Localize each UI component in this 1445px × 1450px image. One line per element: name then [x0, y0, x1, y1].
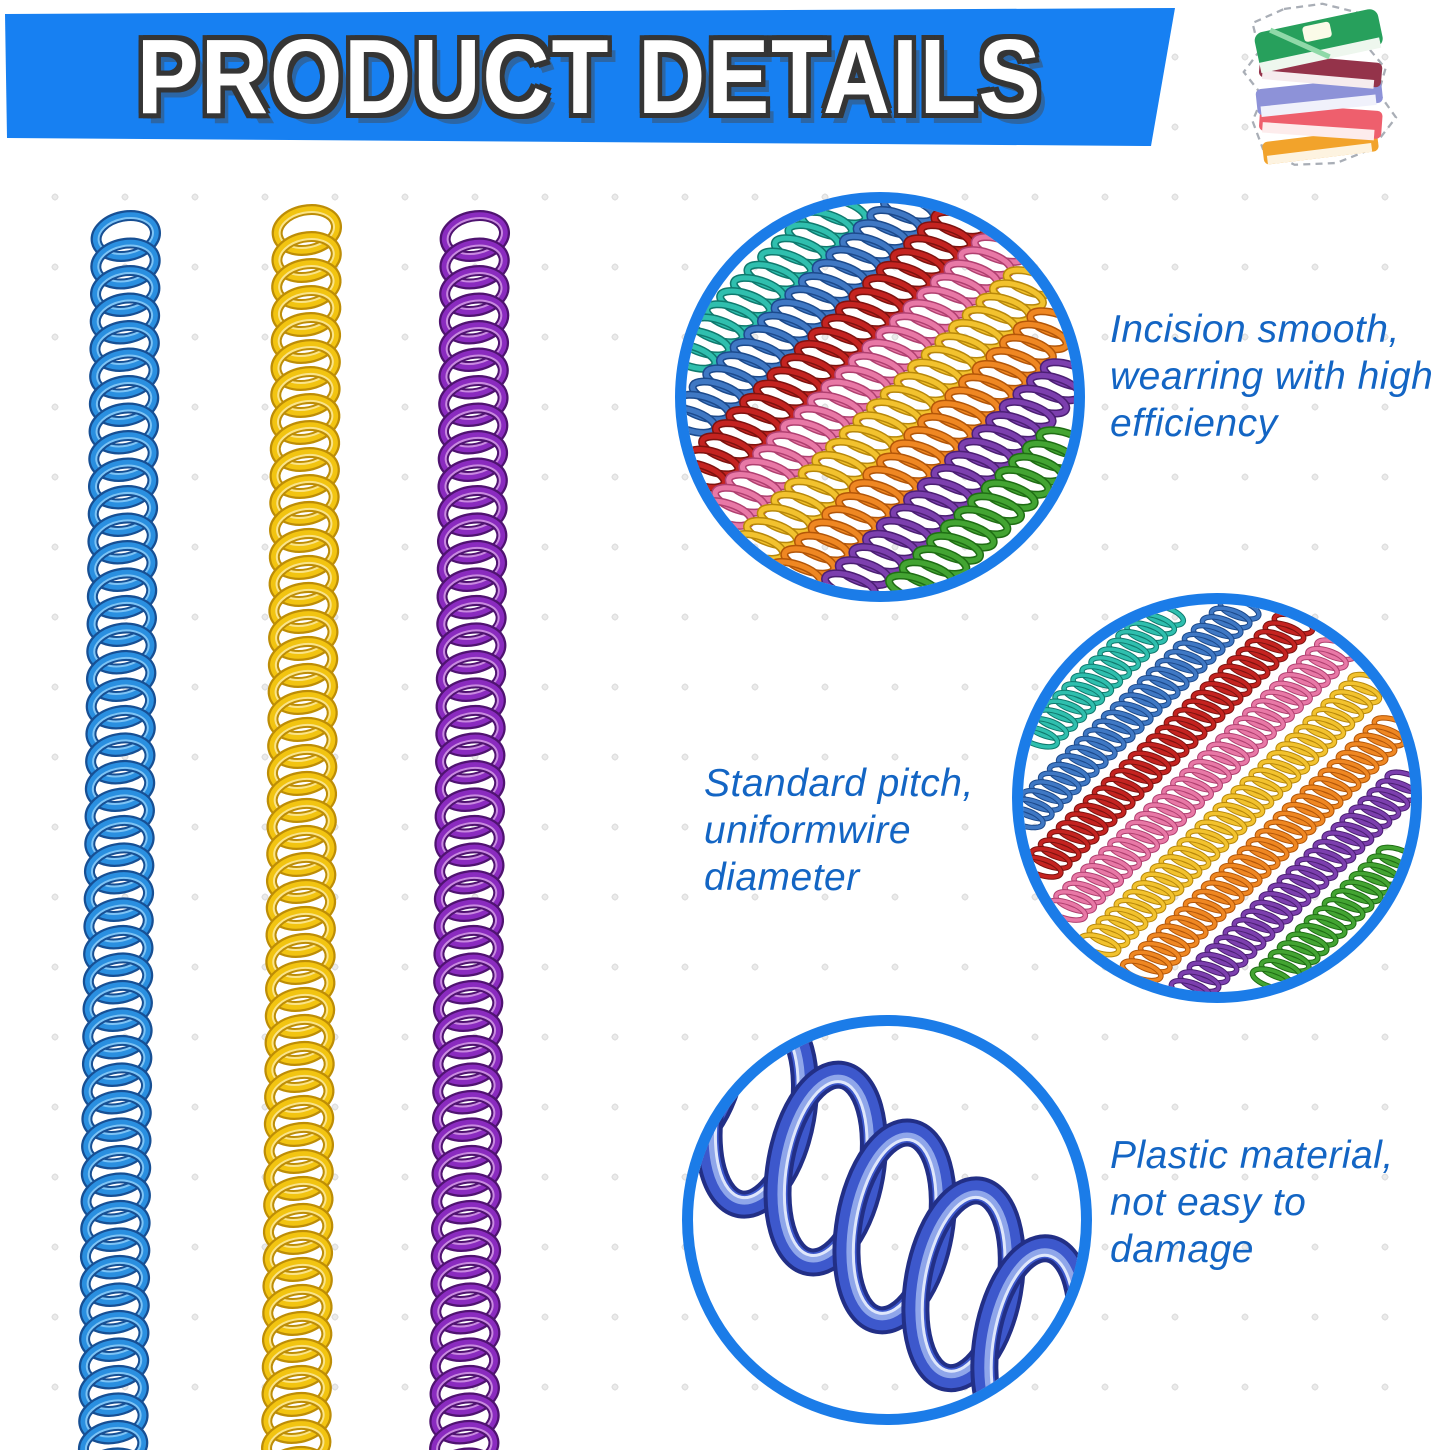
zoom-circle-plastic-material [682, 1015, 1092, 1425]
feature-text-material: Plastic material, not easy to damage [1110, 1134, 1394, 1271]
page-title: PRODUCT DETAILS [137, 17, 1043, 136]
zoom-circle-incision-smooth [675, 192, 1085, 602]
vertical-spiral-coils-graphic [77, 204, 510, 1450]
book-green [1254, 9, 1383, 74]
books-stack-icon [1242, 2, 1398, 166]
header-banner: PRODUCT DETAILS [5, 8, 1175, 146]
feature-text-pitch: Standard pitch, uniformwire diameter [704, 762, 974, 899]
feature-text-incision: Incision smooth, wearring with high effi… [1110, 308, 1434, 445]
zoom-circle-standard-pitch [1012, 593, 1422, 1003]
